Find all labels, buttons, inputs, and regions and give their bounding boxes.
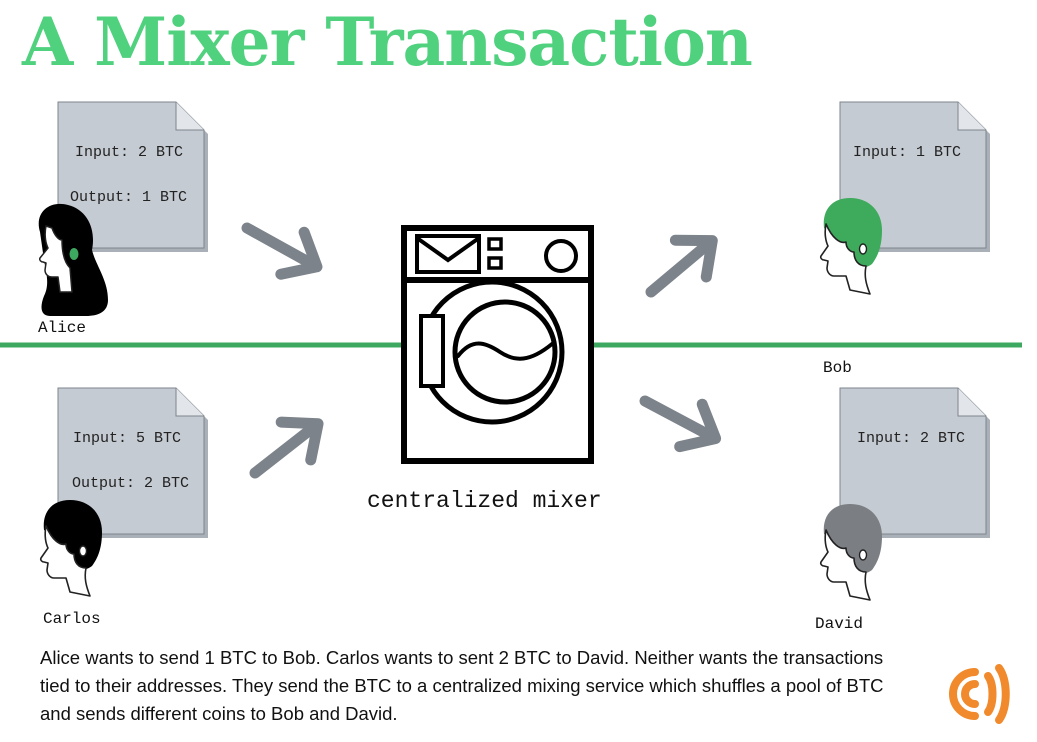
alice-input-label: Input: 2 BTC: [75, 144, 184, 161]
david-input-label: Input: 2 BTC: [857, 430, 966, 447]
bob-input-label: Input: 1 BTC: [853, 144, 962, 161]
caption: Alice wants to send 1 BTC to Bob. Carlos…: [40, 647, 884, 724]
person-icon-david: [819, 503, 883, 601]
arrow-icon-carlos-to-mixer: [240, 405, 333, 492]
mixer-label: centralized mixer: [367, 488, 602, 514]
alice-output-label: Output: 1 BTC: [70, 189, 188, 206]
bob-name: Bob: [823, 359, 852, 377]
page-title: A Mixer Transaction: [22, 3, 753, 81]
arrow-icon-alice-to-mixer: [235, 207, 328, 288]
carlos-output-label: Output: 2 BTC: [72, 475, 190, 492]
person-icon-bob: [819, 197, 883, 295]
carlos-input-label: Input: 5 BTC: [73, 430, 182, 447]
alice-name: Alice: [38, 319, 87, 337]
washing-machine-icon: [401, 225, 594, 464]
david-name: David: [815, 615, 864, 633]
person-icon-alice: [38, 203, 108, 316]
arrow-icon-mixer-to-david: [634, 380, 727, 460]
logo-icon: [949, 664, 1010, 724]
arrow-icon-mixer-to-bob: [636, 222, 728, 310]
carlos-name: Carlos: [43, 610, 101, 628]
person-icon-carlos: [39, 499, 103, 597]
